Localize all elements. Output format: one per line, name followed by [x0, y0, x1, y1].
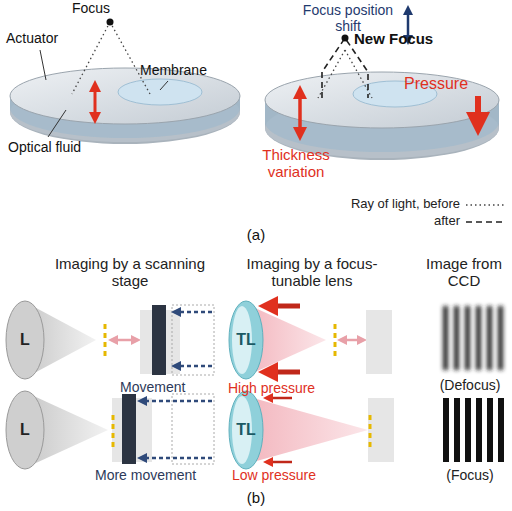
annotation: Thickness variation — [246, 146, 346, 181]
tunable-lens: TL — [228, 390, 264, 470]
annotation: Pressure — [404, 75, 476, 93]
panel-label: (a) — [236, 226, 276, 243]
lens-label: L — [20, 421, 30, 439]
column-heading: Image from CCD — [418, 255, 510, 290]
legend-sample — [466, 221, 506, 223]
image-caption: (Defocus) — [428, 377, 512, 393]
lens-label: TL — [236, 421, 256, 439]
annotation: Focus position shift — [296, 2, 400, 34]
legend-sample — [466, 204, 506, 205]
objective-lens: L — [5, 390, 45, 470]
tunable-lens: TL — [228, 300, 264, 380]
column-heading: Imaging by a scanning stage — [50, 255, 210, 290]
legend-text: Ray of light, before — [318, 197, 460, 212]
lens-illustration — [265, 10, 506, 222]
panel-label: (b) — [236, 489, 276, 506]
objective-lens: L — [5, 300, 45, 380]
annotation: New Focus — [354, 30, 449, 47]
part-label: Focus — [72, 0, 122, 16]
part-label: Membrane — [140, 62, 220, 78]
scanning-stage — [25, 302, 214, 468]
column-heading: Imaging by a focus-tunable lens — [222, 255, 402, 290]
image-caption: (Focus) — [428, 467, 512, 483]
legend-text: after — [318, 214, 460, 229]
annotation: More movement — [95, 467, 220, 483]
lens-label: L — [20, 331, 30, 349]
lens-label: TL — [236, 331, 256, 349]
part-label: Optical fluid — [8, 139, 108, 155]
annotation: Movement — [120, 379, 220, 395]
annotation: Low pressure — [232, 467, 352, 483]
part-label: Actuator — [6, 30, 81, 46]
annotation: High pressure — [228, 380, 348, 396]
